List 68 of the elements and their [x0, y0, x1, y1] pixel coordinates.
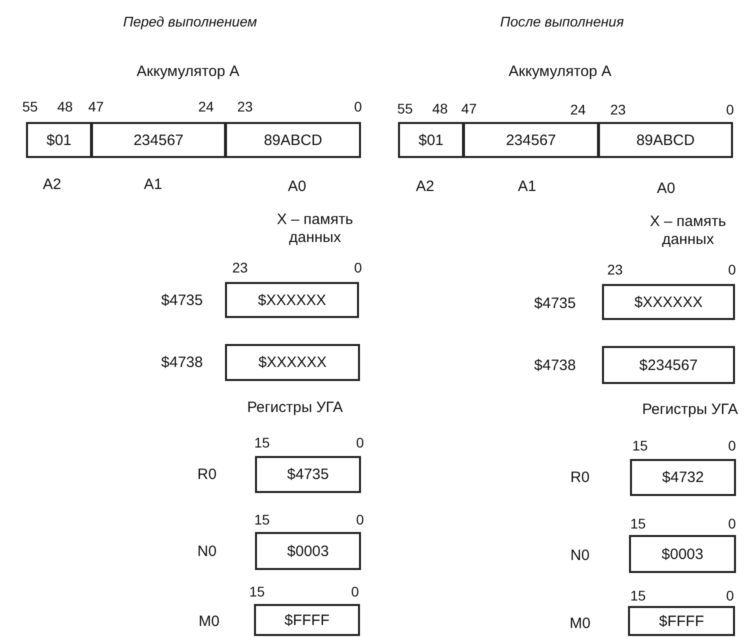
section-heading: После выполнения — [500, 14, 624, 30]
register-cell: $4735 — [255, 456, 361, 493]
bit-number: 47 — [88, 98, 104, 116]
bit-number: 48 — [57, 98, 73, 116]
register-cell: $4732 — [630, 459, 736, 496]
bit-number: 15 — [254, 512, 270, 528]
memory-cell: $XXXXXX — [225, 282, 359, 318]
register-name: N0 — [197, 543, 217, 561]
bit-number: 0 — [356, 434, 364, 452]
unit-title: Аккумулятор А — [508, 63, 612, 81]
unit-title: Регистры УГА — [642, 401, 738, 419]
bit-number: 23 — [607, 262, 623, 278]
bit-number: 48 — [432, 100, 448, 118]
bit-number: 0 — [354, 98, 362, 116]
bit-number: 0 — [356, 512, 364, 528]
register-field-name: A2 — [416, 178, 434, 196]
unit-title: X – память данных — [276, 211, 354, 247]
bit-number: 15 — [630, 588, 646, 604]
bit-number: 0 — [354, 260, 362, 276]
register-field-cell: 89ABCD — [225, 122, 361, 158]
register-field-cell: 234567 — [463, 122, 599, 158]
register-name: M0 — [198, 613, 220, 631]
register-name: M0 — [570, 615, 590, 633]
register-field-name: A0 — [288, 178, 306, 196]
unit-title: Регистры УГА — [247, 399, 343, 417]
bit-number: 23 — [237, 98, 253, 116]
memory-cell: $234567 — [602, 346, 735, 384]
bit-number: 15 — [632, 438, 648, 454]
memory-address: $4738 — [161, 354, 203, 372]
memory-address: $4735 — [161, 292, 203, 310]
bit-number: 23 — [232, 260, 248, 276]
register-field-cell: 234567 — [91, 122, 226, 158]
bit-number: 24 — [198, 98, 214, 116]
register-field-cell: $01 — [398, 122, 464, 158]
register-cell: $0003 — [255, 532, 361, 570]
bit-number: 23 — [610, 102, 626, 118]
register-field-name: A1 — [144, 176, 162, 194]
unit-title: Аккумулятор А — [136, 63, 240, 81]
unit-title: X – память данных — [648, 213, 728, 249]
bit-number: 0 — [728, 262, 736, 278]
register-cell: $0003 — [629, 535, 736, 573]
bit-number: 15 — [630, 516, 646, 532]
bit-number: 55 — [397, 100, 413, 118]
register-name: R0 — [570, 469, 590, 487]
register-cell: $FFFF — [628, 606, 735, 636]
bit-number: 0 — [351, 584, 359, 600]
bit-number: 24 — [570, 102, 586, 118]
memory-address: $4735 — [534, 295, 576, 313]
bit-number: 0 — [726, 102, 734, 118]
bit-number: 0 — [726, 588, 734, 604]
register-name: N0 — [570, 547, 590, 565]
register-field-cell: 89ABCD — [598, 122, 733, 158]
register-field-cell: $01 — [26, 122, 92, 158]
register-field-name: A0 — [656, 180, 676, 198]
bit-number: 0 — [728, 516, 736, 532]
bit-number: 15 — [254, 434, 270, 452]
bit-number: 15 — [249, 584, 265, 600]
bit-number: 0 — [728, 438, 736, 454]
memory-cell: $XXXXXX — [602, 284, 735, 320]
bit-number: 55 — [22, 98, 38, 116]
register-name: R0 — [197, 466, 217, 484]
register-cell: $FFFF — [254, 604, 360, 636]
register-field-name: A2 — [42, 176, 62, 194]
bit-number: 47 — [461, 100, 477, 118]
memory-cell: $XXXXXX — [225, 344, 360, 381]
memory-address: $4738 — [534, 357, 576, 375]
section-heading: Перед выполнением — [123, 14, 257, 30]
register-field-name: A1 — [518, 178, 536, 196]
